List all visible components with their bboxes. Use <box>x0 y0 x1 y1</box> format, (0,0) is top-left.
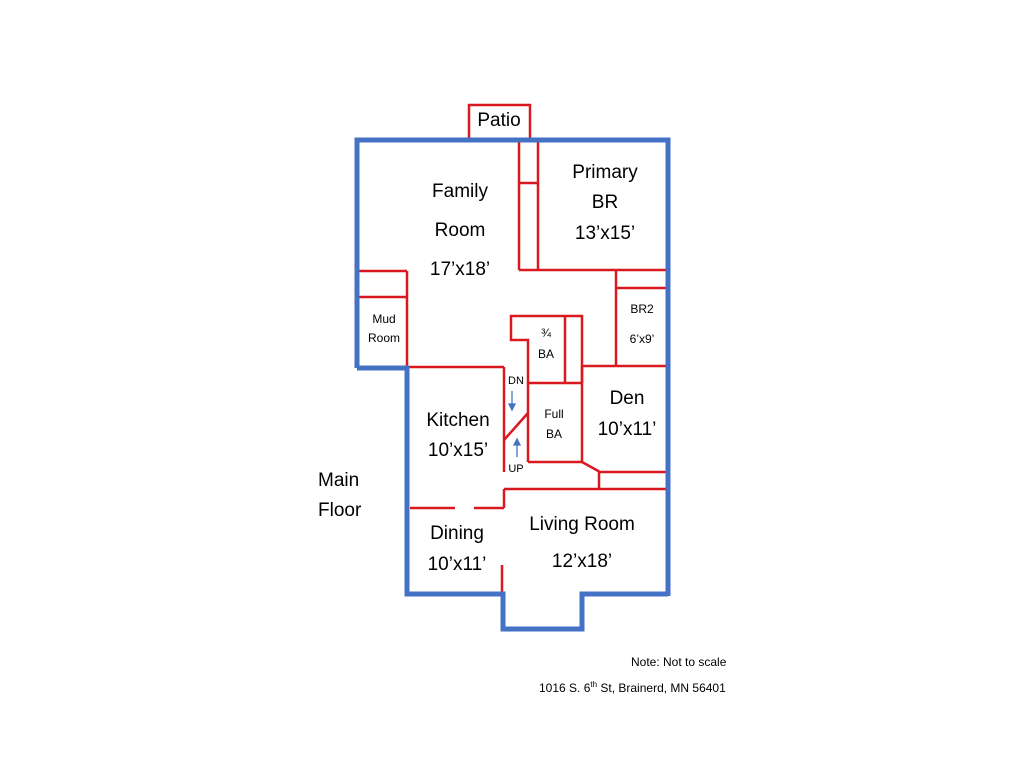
floor-label-line1: Main <box>318 470 360 491</box>
stairs-down-label: DN <box>508 375 524 387</box>
three-quarter-bath-label-line1: ¾ <box>540 326 552 340</box>
br2-label: BR2 <box>630 302 654 316</box>
address-number: 1016 S. 6 <box>539 681 591 695</box>
wall-den-south <box>581 460 668 474</box>
family-room-size: 17’x18’ <box>429 259 491 280</box>
stair-arrows <box>507 391 522 457</box>
exterior-wall-west <box>357 365 668 632</box>
dining-size: 10’x11’ <box>427 554 487 575</box>
exterior-wall-north <box>354 137 671 596</box>
stairs-up-label: UP <box>508 463 524 475</box>
dining-label: Dining <box>430 523 484 544</box>
living-room-size: 12’x18’ <box>551 551 613 572</box>
primary-br-label-line2: BR <box>591 192 619 213</box>
floor-label-line2: Floor <box>318 500 362 521</box>
three-quarter-bath-outline <box>509 314 584 383</box>
address-suffix: th <box>590 680 598 689</box>
den-label: Den <box>609 388 645 409</box>
primary-br-label-line1: Primary <box>572 162 638 183</box>
kitchen-label: Kitchen <box>426 410 490 431</box>
stair-diagonal <box>503 412 529 441</box>
living-room-label: Living Room <box>529 514 635 535</box>
full-bath-label-line1: Full <box>544 407 564 421</box>
patio-outline <box>467 103 532 139</box>
exterior-walls <box>354 137 671 632</box>
full-bath-label-line2: BA <box>545 427 563 441</box>
stair-up-arrowhead <box>512 437 522 446</box>
mud-room-label-line1: Mud <box>372 312 396 326</box>
scale-note: Note: Not to scale <box>631 655 727 669</box>
family-room-label-line2: Room <box>434 220 486 241</box>
br2-size: 6’x9’ <box>629 332 655 346</box>
primary-br-size: 13’x15’ <box>574 223 636 244</box>
address: 1016 S. 6th St, Brainerd, MN 56401 <box>539 680 726 695</box>
three-quarter-bath-label-line2: BA <box>537 347 555 361</box>
address-rest: St, Brainerd, MN 56401 <box>597 681 726 695</box>
stair-down-arrowhead <box>507 403 517 412</box>
family-room-label-line1: Family <box>432 181 488 202</box>
kitchen-size: 10’x15’ <box>427 440 489 461</box>
mud-room-label-line2: Room <box>367 331 401 345</box>
patio-label: Patio <box>477 110 521 131</box>
den-size: 10’x11’ <box>597 419 657 440</box>
interior-walls <box>358 103 668 595</box>
